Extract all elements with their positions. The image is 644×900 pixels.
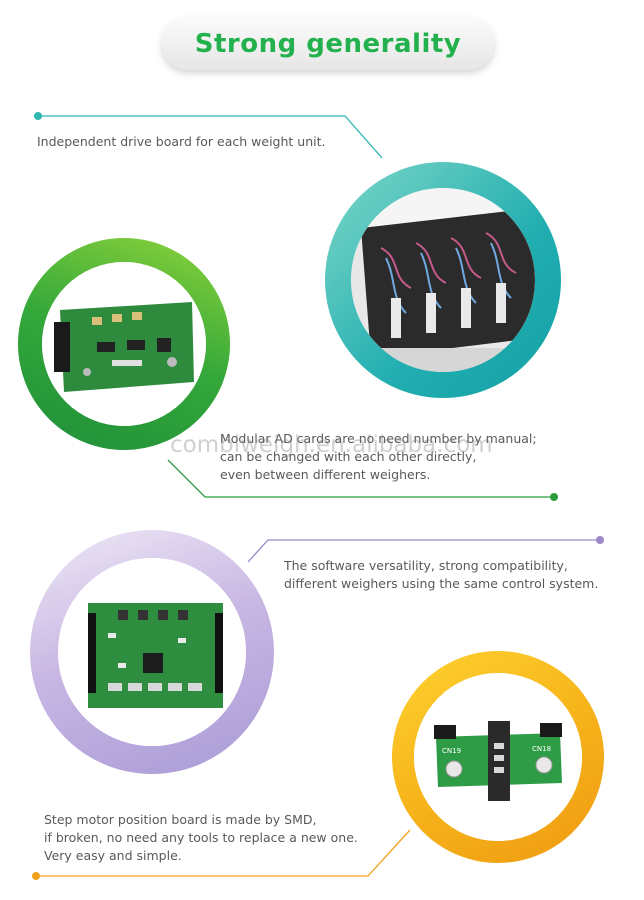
title-banner: Strong generality <box>162 18 494 70</box>
cn18-label: CN18 <box>532 745 551 753</box>
purple-dot <box>596 536 604 544</box>
feature-4-line-2: if broken, no need any tools to replace … <box>44 830 358 845</box>
purple-line <box>247 539 600 563</box>
orange-line <box>36 829 411 877</box>
feature-3-text: The software versatility, strong compati… <box>284 557 598 593</box>
page-title: Strong generality <box>194 29 462 59</box>
feature-4-line-3: Very easy and simple. <box>44 848 182 863</box>
position-board-photo: CN19 CN18 <box>414 673 582 841</box>
green-ring <box>18 238 230 450</box>
feature-2-line-3: even between different weighers. <box>220 467 431 482</box>
drive-board-photo <box>351 188 535 372</box>
watermark: combiweigh.en.alibaba.com <box>170 432 493 458</box>
teal-line <box>38 115 383 159</box>
green-line <box>167 459 554 498</box>
feature-3-line-1: The software versatility, strong compati… <box>284 558 568 573</box>
feature-3-line-2: different weighers using the same contro… <box>284 576 599 591</box>
control-board-photo <box>58 558 246 746</box>
teal-ring <box>325 162 561 398</box>
green-dot <box>550 493 558 501</box>
feature-2-line-1: Modular AD cards are no need number by m… <box>220 431 537 446</box>
feature-2-line-2: can be changed with each other directly, <box>220 449 477 464</box>
feature-4-line-1: Step motor position board is made by SMD… <box>44 812 317 827</box>
ad-card-photo <box>42 262 206 426</box>
feature-1-text: Independent drive board for each weight … <box>37 133 325 151</box>
feature-2-text: Modular AD cards are no need number by m… <box>220 430 537 484</box>
feature-1-line-1: Independent drive board for each weight … <box>37 134 326 149</box>
feature-4-text: Step motor position board is made by SMD… <box>44 811 358 865</box>
purple-ring <box>30 530 274 774</box>
orange-ring: CN19 CN18 <box>392 651 604 863</box>
cn19-label: CN19 <box>442 747 461 755</box>
